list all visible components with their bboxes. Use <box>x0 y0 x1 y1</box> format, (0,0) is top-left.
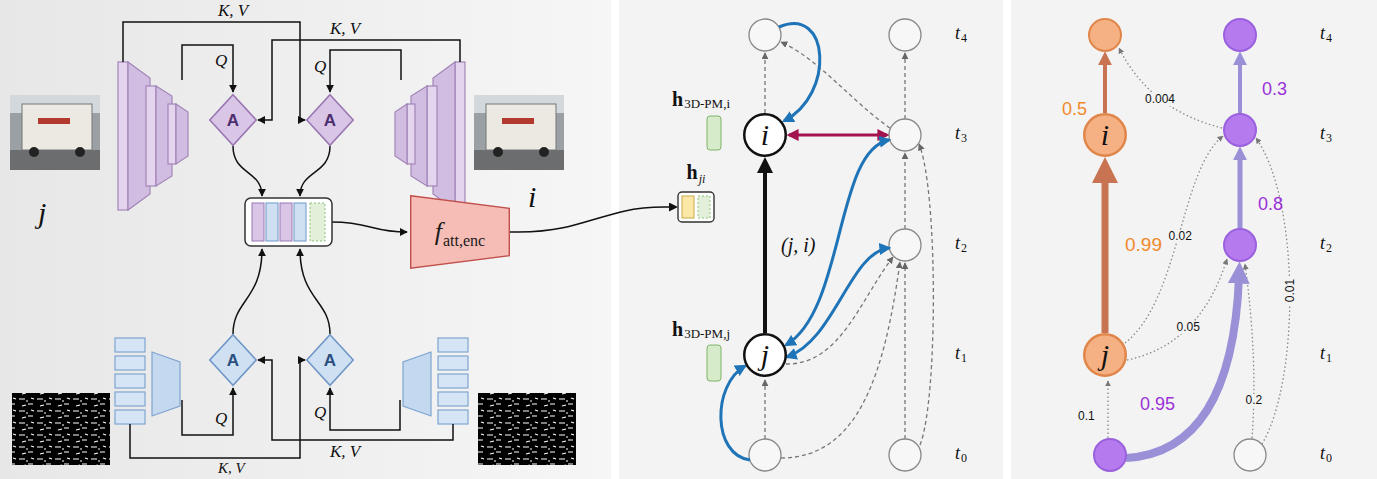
probability: 0.8 <box>1258 195 1283 215</box>
connector <box>763 168 767 333</box>
subscript: 4 <box>1326 32 1332 45</box>
probability: 0.5 <box>1062 100 1087 120</box>
time-label: t <box>1320 24 1325 44</box>
time-label: t <box>1320 344 1325 364</box>
subscript: 0 <box>961 452 967 465</box>
port-label: Q <box>314 404 326 423</box>
time-label: t <box>1320 444 1325 464</box>
probability: 0.1 <box>1078 410 1095 423</box>
attention-diamond: A <box>209 334 257 386</box>
node-label: A <box>227 112 239 129</box>
view-label: j <box>38 196 46 229</box>
node-text-group: fatt,enc <box>435 219 485 245</box>
port-label: Q <box>215 52 227 71</box>
node-text-group: A <box>227 112 239 129</box>
edge-feature-box: hji <box>668 160 724 224</box>
node-label: j <box>761 340 769 370</box>
node-label: A <box>324 112 336 129</box>
graph-node: j <box>743 333 787 377</box>
probability: 0.004 <box>1143 93 1177 106</box>
subscript: att,enc <box>443 233 485 249</box>
subscript: 2 <box>1326 242 1332 255</box>
port-label: K, V <box>218 460 245 477</box>
probability: 0.3 <box>1262 80 1287 100</box>
probability: 0.2 <box>1244 394 1265 407</box>
connector <box>1102 175 1109 333</box>
edge-label: 0.99 <box>1123 235 1164 256</box>
node-text-group: hji <box>687 162 706 182</box>
graph-node: i <box>1083 113 1127 157</box>
time-label: t <box>955 24 960 44</box>
node-text-group: i <box>761 120 769 150</box>
node-label: A <box>324 352 336 369</box>
node-text-group: A <box>227 352 239 369</box>
time-label: t <box>1320 124 1325 144</box>
probability: 0.02 <box>1167 230 1194 243</box>
node-label: h <box>687 162 698 182</box>
subscript: 3D-PM,j <box>684 327 730 341</box>
time-label: t <box>1320 234 1325 254</box>
port-label: K, V <box>330 443 360 462</box>
feature-label: h <box>672 318 683 340</box>
node-text-group: j <box>1101 340 1109 370</box>
graph-node: j <box>1083 333 1127 377</box>
port-label: K, V <box>218 2 248 21</box>
time-label: t <box>955 444 960 464</box>
time-label: t <box>955 124 960 144</box>
node-label: f <box>435 219 442 245</box>
node-text-group: j <box>761 340 769 370</box>
node-text-group: A <box>324 112 336 129</box>
attention-diamond: A <box>209 94 257 146</box>
subscript: 4 <box>961 32 967 45</box>
time-label: t <box>955 234 960 254</box>
probability: 0.01 <box>1284 276 1297 303</box>
port-label: K, V <box>330 20 360 39</box>
encoder-trapezoid: fatt,enc <box>410 195 510 269</box>
graph-node: i <box>743 113 787 157</box>
port-label: Q <box>314 58 326 77</box>
view-label: i <box>528 180 536 213</box>
edge-label: (j, i) <box>779 234 817 256</box>
node-text-group: A <box>324 352 336 369</box>
probability: 0.95 <box>1140 395 1175 415</box>
node-label: i <box>761 120 769 150</box>
probability: 0.05 <box>1175 321 1202 334</box>
subscript: 3D-PM,i <box>684 97 730 111</box>
subscript: 3 <box>1326 132 1332 145</box>
feature-label: h <box>672 88 683 110</box>
subscript: ji <box>699 173 706 185</box>
subscript: 0 <box>1326 452 1332 465</box>
node-text-group: i <box>1101 120 1109 150</box>
subscript: 1 <box>1326 352 1332 365</box>
subscript: 1 <box>961 352 967 365</box>
node-label: j <box>1101 340 1109 370</box>
attention-diamond: A <box>306 334 354 386</box>
port-label: Q <box>215 410 227 429</box>
subscript: 3 <box>961 132 967 145</box>
node-label: A <box>227 352 239 369</box>
attention-diamond: A <box>306 94 354 146</box>
subscript: 2 <box>961 242 967 255</box>
node-label: i <box>1101 120 1109 150</box>
time-label: t <box>955 344 960 364</box>
